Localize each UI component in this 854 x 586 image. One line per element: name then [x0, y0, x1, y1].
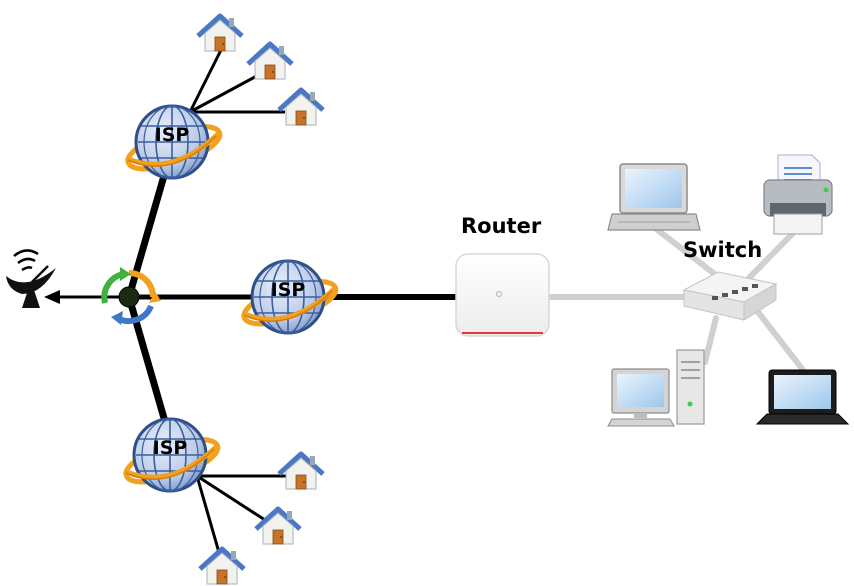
- isp-globe-top: ISP: [123, 106, 224, 178]
- isp-label: ISP: [153, 437, 188, 459]
- house-icon: [198, 16, 242, 51]
- hub-sync-icon: [101, 267, 161, 325]
- house-icon: [248, 44, 292, 79]
- laptop-icon: [755, 369, 850, 425]
- switch-icon: [682, 271, 778, 321]
- lan-links: [547, 223, 806, 373]
- isp-globe-middle: ISP: [239, 261, 340, 333]
- router-label: Router: [461, 214, 542, 238]
- house-icon: [200, 549, 244, 584]
- isp-label: ISP: [271, 279, 306, 301]
- house-icon: [256, 509, 300, 544]
- switch-label: Switch: [683, 238, 763, 262]
- laptop-icon: [607, 163, 701, 231]
- router-icon: [455, 253, 550, 337]
- isp-globe-bottom: ISP: [121, 419, 222, 491]
- arrow-head: [44, 290, 60, 304]
- house-icon: [279, 454, 323, 489]
- house-icon: [279, 90, 323, 125]
- home-links: [188, 47, 290, 557]
- desktop-icon: [607, 349, 705, 427]
- printer-icon: [763, 154, 833, 235]
- isp-label: ISP: [155, 124, 190, 146]
- satellite-dish-icon: [6, 249, 56, 308]
- homes-top: [198, 16, 323, 125]
